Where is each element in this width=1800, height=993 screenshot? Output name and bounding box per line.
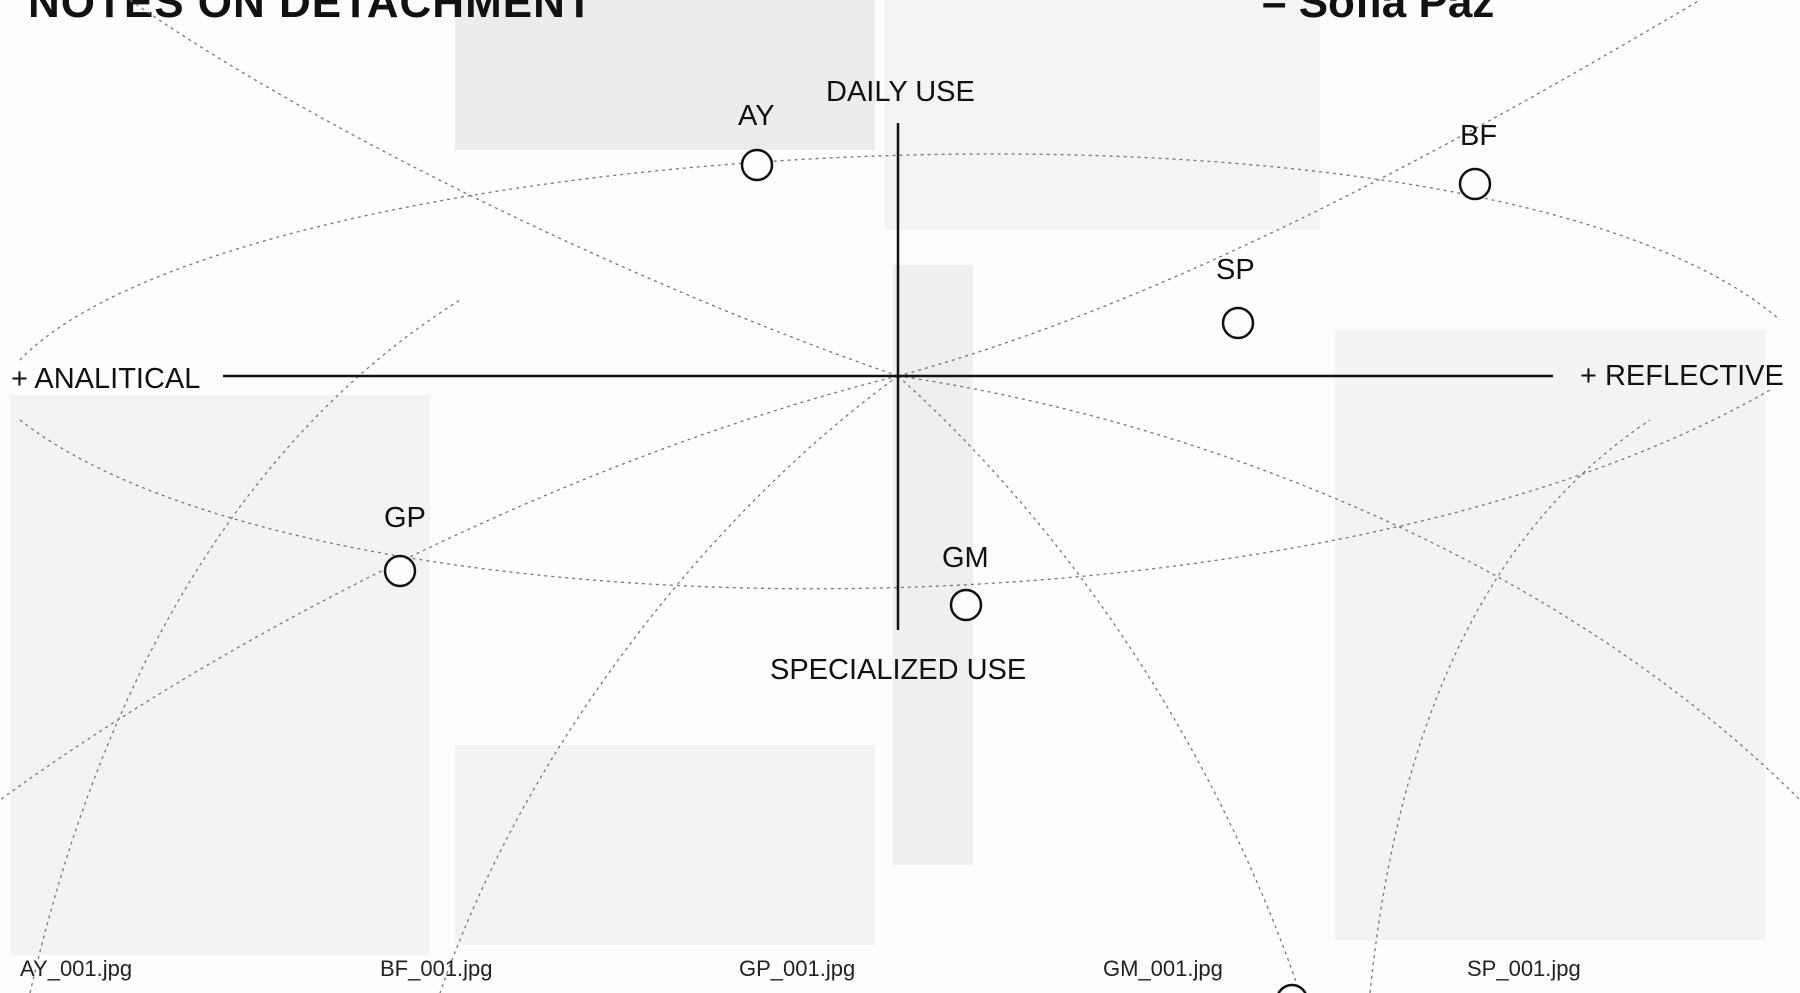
file-caption-sp: SP_001.jpg bbox=[1467, 956, 1581, 981]
file-caption-ay: AY_001.jpg bbox=[20, 956, 133, 981]
point-label-sp: SP bbox=[1216, 254, 1255, 286]
page-title: NOTES ON DETACHMENT bbox=[28, 0, 594, 27]
guide-arc-right-outer bbox=[1369, 419, 1651, 993]
point-marker-gp bbox=[383, 554, 417, 588]
author-name: – Sofia Paz bbox=[1262, 0, 1495, 27]
point-label-bf: BF bbox=[1460, 120, 1498, 152]
point-marker-ay bbox=[740, 148, 774, 182]
ghost-photo bbox=[455, 0, 875, 150]
point-marker-sp bbox=[1221, 306, 1255, 340]
guide-ellipse-lower bbox=[19, 389, 1771, 590]
guide-arc-left-outer bbox=[29, 299, 461, 993]
file-caption-bf: BF_001.jpg bbox=[380, 956, 493, 981]
guide-ellipse-upper bbox=[19, 153, 1781, 361]
axis-label-left: + ANALITICAL bbox=[11, 363, 201, 395]
point-label-ay: AY bbox=[738, 100, 775, 132]
point-label-gp: GP bbox=[384, 502, 426, 534]
ghost-photo-strip bbox=[893, 265, 973, 865]
point-marker-gm bbox=[949, 588, 983, 622]
point-marker-bf bbox=[1458, 167, 1492, 201]
point-marker-partial bbox=[1277, 983, 1307, 993]
axis-label-right: + REFLECTIVE bbox=[1580, 360, 1784, 392]
file-caption-gp: GP_001.jpg bbox=[739, 956, 856, 981]
guide-arc-upper-left bbox=[129, 0, 899, 377]
guide-arc-lower-right bbox=[897, 375, 1800, 801]
guide-arc-upper-right bbox=[897, 0, 1701, 377]
file-caption-gm: GM_001.jpg bbox=[1103, 956, 1223, 981]
point-label-gm: GM bbox=[942, 542, 989, 574]
guide-arc-bottom-mid bbox=[897, 375, 1301, 993]
axis-label-top: DAILY USE bbox=[826, 76, 975, 108]
axis-label-bottom: SPECIALIZED USE bbox=[770, 654, 1027, 686]
